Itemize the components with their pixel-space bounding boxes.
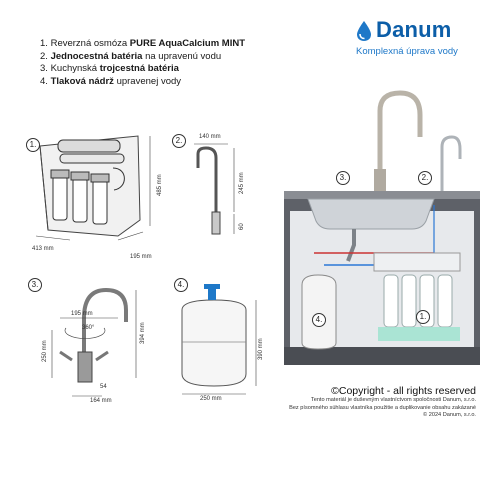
brand-tagline: Komplexná úprava vody	[356, 46, 458, 57]
figure-badge: 4.	[174, 278, 188, 292]
list-item: 1. Reverzná osmóza PURE AquaCalcium MINT	[40, 38, 246, 49]
faucet3-spout-label: 250 mm	[42, 340, 48, 362]
list-item: 3. Kuchynská trojcestná batéria	[40, 63, 179, 74]
threeway-faucet-figure: 3. 195 mm 360° 250 mm 394 mm 54 164 mm	[26, 278, 151, 408]
component-list: 1. Reverzná osmóza PURE AquaCalcium MINT…	[40, 38, 245, 88]
faucet3-width-label: 164 mm	[90, 398, 112, 404]
installation-badge: 3.	[336, 171, 350, 185]
ro-depth-label: 195 mm	[130, 254, 152, 260]
faucet3-height-label: 394 mm	[140, 322, 146, 344]
copyright-title: ©Copyright - all rights reserved	[331, 385, 476, 397]
danum-logo: Danum Komplexná úprava vody	[354, 16, 494, 62]
ro-unit-drawing	[35, 135, 151, 241]
figure-badge: 3.	[28, 278, 42, 292]
faucet3-reach-label: 195 mm	[71, 311, 93, 317]
faucet1-base-label: 60	[239, 223, 245, 230]
list-item: 4. Tlaková nádrž upravenej vody	[40, 75, 182, 87]
tank-width-label: 250 mm	[200, 396, 222, 402]
installation-badge: 1.	[416, 310, 430, 324]
ro-height-label: 485 mm	[157, 174, 163, 196]
faucet1-height-label: 245 mm	[239, 172, 245, 194]
copyright-block: ©Copyright - all rights reserved Tento m…	[289, 385, 476, 420]
ro-width-label: 413 mm	[32, 246, 54, 252]
threeway-faucet-drawing	[51, 287, 137, 397]
installation-badge: 4.	[312, 313, 326, 327]
copyright-line: © 2024 Danum, s.r.o.	[423, 412, 476, 418]
faucet3-base-label: 54	[100, 384, 107, 390]
ro-unit-figure: 1. 413 mm 195 mm 485 mm	[18, 128, 168, 263]
list-item: 2. Jednocestná batéria na upravenú vodu	[40, 50, 222, 62]
copyright-line: Bez písomného súhlasu vlastníka použitie…	[289, 404, 476, 411]
single-faucet-figure: 2. 140 mm 245 mm 60	[172, 132, 252, 242]
brand-name: Danum	[376, 17, 452, 42]
installation-illustration: 3. 2. 4. 1.	[284, 85, 480, 365]
faucet3-swivel-label: 360°	[82, 325, 95, 331]
figure-badge: 1.	[26, 138, 40, 152]
tank-drawing	[181, 284, 257, 395]
figure-badge: 2.	[172, 134, 186, 148]
installation-badge: 2.	[418, 171, 432, 185]
tank-figure: 4. 390 mm 250 mm	[172, 278, 267, 403]
copyright-line: Tento materiál je duševným vlastníctvom …	[310, 397, 476, 403]
tank-height-label: 390 mm	[258, 338, 264, 360]
faucet1-reach-label: 140 mm	[199, 134, 221, 140]
single-faucet-drawing	[194, 143, 235, 235]
installation-drawing	[284, 90, 480, 365]
water-drop-icon	[357, 21, 371, 41]
